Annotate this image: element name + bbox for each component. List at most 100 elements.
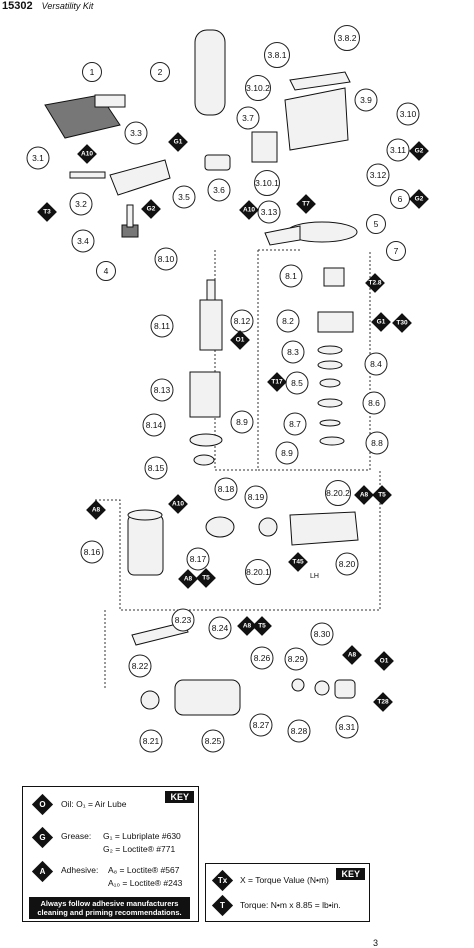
part-8-2-housing — [317, 311, 354, 333]
callout-label: 8.15 — [148, 463, 165, 473]
part-2-handle — [194, 29, 226, 116]
assembly-group-8-spindle-outline — [214, 250, 258, 471]
callout-label: 8.20.1 — [246, 567, 270, 577]
spec-badge-A8: A8 — [178, 569, 198, 589]
spec-badge-T28: T28 — [373, 692, 393, 712]
callout-3-5: 3.5 — [172, 185, 196, 209]
part-8-14-bearing — [189, 433, 223, 447]
callout-4: 4 — [96, 261, 116, 281]
callout-8-20: 8.20 — [335, 552, 359, 576]
spec-badge-T2-8: T2.8 — [365, 273, 385, 293]
part-3-6-spring — [204, 154, 231, 171]
spec-badge-label: T5 — [202, 575, 210, 582]
callout-label: 3.6 — [213, 185, 225, 195]
grease-g1: G₁ = Lubriplate #630 — [103, 831, 181, 841]
spec-badge-label: T5 — [258, 623, 266, 630]
spec-badge-A10: A10 — [168, 494, 188, 514]
callout-label: 8.22 — [132, 661, 149, 671]
key-tag: KEY — [336, 868, 365, 880]
part-8-rings — [317, 345, 345, 446]
oil-definition: Oil: O₁ = Air Lube — [61, 799, 127, 809]
spec-badge-label: G2 — [415, 196, 424, 203]
callout-8-25: 8.25 — [201, 729, 225, 753]
spec-badge-T5: T5 — [372, 485, 392, 505]
callout-label: 8.29 — [288, 654, 305, 664]
callout-8-27: 8.27 — [249, 713, 273, 737]
callout-label: 3.10.2 — [246, 83, 270, 93]
spec-badge-label: A8 — [92, 507, 101, 514]
spec-badge-T17: T17 — [267, 372, 287, 392]
callout-label: 3.2 — [75, 199, 87, 209]
callout-label: 8.5 — [291, 378, 303, 388]
callout-label: 3.10.1 — [255, 178, 279, 188]
callout-3-6: 3.6 — [207, 178, 231, 202]
callout-label: 8.14 — [146, 420, 163, 430]
callout-3-13: 3.13 — [257, 200, 281, 224]
callout-3-8-2: 3.8.2 — [334, 25, 360, 51]
callout-label: 2 — [158, 67, 163, 77]
spec-badge-label: A10 — [172, 501, 184, 508]
callout-label: 3.12 — [370, 170, 387, 180]
callout-label: 8.8 — [371, 438, 383, 448]
part-8-20-1-oring — [258, 517, 278, 537]
callout-3-7: 3.7 — [236, 106, 260, 130]
spec-badge-O1: O1 — [230, 330, 250, 350]
callout-8-16: 8.16 — [80, 540, 104, 564]
spec-badge-label: G1 — [377, 319, 386, 326]
callout-label: 8.21 — [143, 736, 160, 746]
callout-8-19: 8.19 — [244, 485, 268, 509]
callout-8-15: 8.15 — [144, 456, 168, 480]
callout-label: 8.17 — [190, 554, 207, 564]
spec-badge-label: O1 — [380, 658, 389, 665]
callout-8-28: 8.28 — [287, 719, 311, 743]
callout-3-8-1: 3.8.1 — [264, 42, 290, 68]
lubricant-key: KEY O Oil: O₁ = Air Lube G Grease: G₁ = … — [22, 786, 199, 922]
callout-label: 8.2 — [282, 316, 294, 326]
callout-8-8: 8.8 — [365, 431, 389, 455]
spec-badge-G2: G2 — [409, 141, 429, 161]
callout-3-1: 3.1 — [26, 146, 50, 170]
callout-8-18: 8.18 — [214, 477, 238, 501]
callout-label: 3.10 — [400, 109, 417, 119]
part-8-13-cylinder — [189, 371, 221, 418]
part-3-10-housing — [284, 71, 351, 151]
callout-8-31: 8.31 — [335, 715, 359, 739]
part-8-29-ring — [291, 678, 305, 692]
callout-8-29: 8.29 — [284, 647, 308, 671]
callout-8-5: 8.5 — [285, 371, 309, 395]
callout-3-2: 3.2 — [69, 192, 93, 216]
callout-label: 8.4 — [370, 359, 382, 369]
spec-badge-label: A8 — [360, 492, 369, 499]
callout-label: 3.13 — [261, 207, 278, 217]
adhesive-label: Adhesive: — [61, 865, 99, 875]
spec-badge-label: O1 — [236, 337, 245, 344]
part-8-31-fitting — [334, 679, 356, 699]
part-4-knob — [121, 204, 139, 238]
callout-label: 8.9 — [236, 417, 248, 427]
part-8-20-body — [289, 511, 359, 546]
callout-8-6: 8.6 — [362, 391, 386, 415]
callout-3-10-1: 3.10.1 — [254, 170, 280, 196]
callout-label: 7 — [394, 246, 399, 256]
kit-number: 15302 — [2, 0, 33, 12]
spec-badge-label: T17 — [271, 379, 283, 386]
callout-8-7: 8.7 — [283, 412, 307, 436]
torque-value-symbol-icon: Tx — [211, 869, 234, 892]
callout-8-17: 8.17 — [186, 547, 210, 571]
spec-badge-T5: T5 — [196, 568, 216, 588]
callout-5: 5 — [366, 214, 386, 234]
callout-label: 3.5 — [178, 192, 190, 202]
callout-3-11: 3.11 — [386, 138, 410, 162]
page-header: 15302 Versatility Kit — [2, 0, 93, 12]
callout-label: 8.11 — [154, 321, 170, 331]
part-8-1-spindle — [323, 267, 345, 287]
callout-label: 8.13 — [154, 385, 171, 395]
callout-label: 8.24 — [212, 623, 229, 633]
callout-label: 8.27 — [253, 720, 270, 730]
adhesive-a8: A₈ = Loctite® #567 — [108, 865, 180, 875]
part-8-18-valve — [205, 516, 235, 538]
adhesive-symbol-icon: A — [31, 860, 54, 883]
page-number: 3 — [372, 938, 378, 948]
spec-badge-T7: T7 — [296, 194, 316, 214]
